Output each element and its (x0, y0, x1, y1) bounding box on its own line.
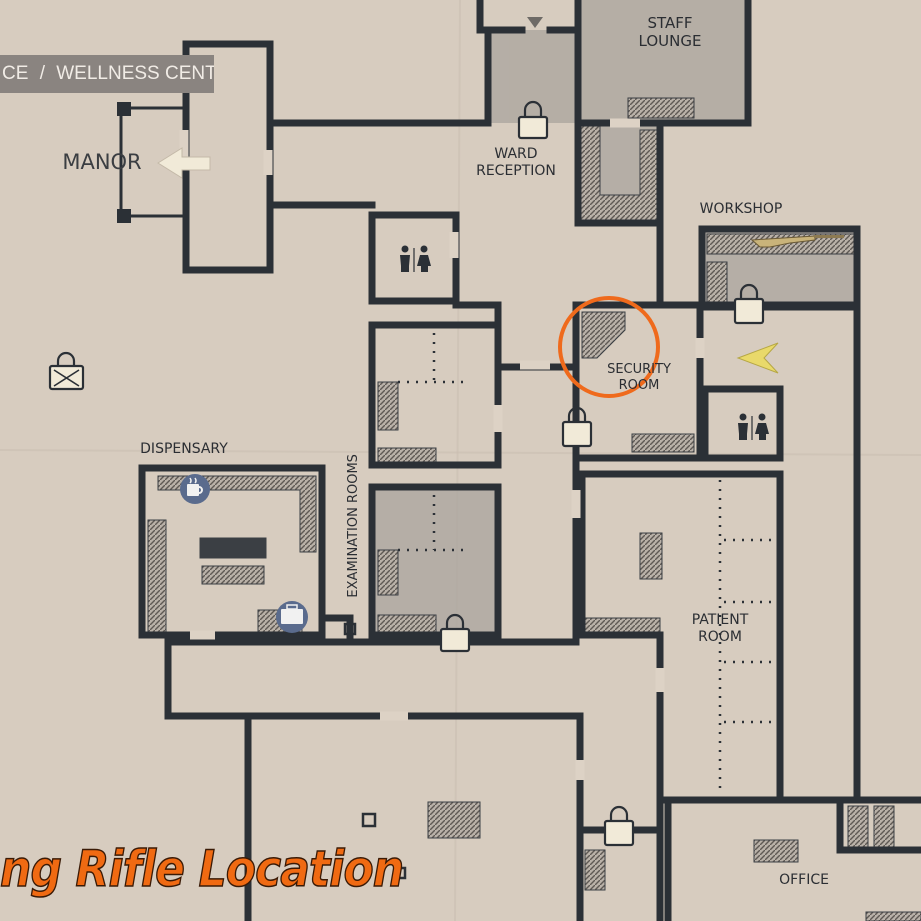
lock-icon (733, 283, 765, 325)
first-aid-box-icon (276, 601, 308, 633)
coffee-icon (180, 474, 210, 504)
room-label-line: SECURITY (607, 362, 671, 377)
locked-crate-icon (48, 351, 85, 391)
lock-icon (561, 406, 593, 448)
security-room-highlight-circle (558, 296, 660, 398)
doorways (179, 118, 705, 780)
room-label-line: STAFF (647, 14, 693, 32)
breadcrumb-current: WELLNESS CENTER (56, 63, 214, 84)
restroom-icon (400, 245, 431, 272)
room-label-workshop: WORKSHOP (699, 201, 783, 217)
breadcrumb-area: CE (2, 63, 29, 84)
breadcrumb-separator: / (39, 63, 45, 84)
breadcrumb: CE / WELLNESS CENTER (0, 55, 214, 93)
room-label-line: ROOM (618, 377, 660, 393)
room-label-dispensary: DISPENSARY (140, 441, 228, 457)
arrow-left-icon (157, 147, 211, 179)
room-label-office: OFFICE (779, 872, 829, 888)
room-label-line: ROOM (698, 628, 742, 645)
room-label-line: PATIENT (691, 612, 749, 628)
stairs-triangle-icon (527, 17, 543, 28)
room-label-examination-rooms: EXAMINATION ROOMS (346, 454, 362, 598)
player-marker-icon (736, 342, 779, 374)
lock-icon (517, 100, 549, 140)
room-label-ward-reception: WARD RECEPTION (468, 146, 564, 180)
furniture (147, 97, 921, 921)
room-label-security-room: SECURITY ROOM (594, 362, 684, 393)
caption-overlay: ng Rifle Location (0, 839, 405, 899)
room-label-line: LOUNGE (638, 32, 702, 50)
room-label-manor: MANOR (62, 150, 142, 174)
manor-posts (117, 102, 131, 223)
room-label-patient-room: PATIENT ROOM (680, 612, 760, 646)
lock-icon (603, 805, 635, 847)
room-label-staff-lounge: STAFF LOUNGE (630, 14, 710, 50)
room-label-line: WARD (494, 146, 538, 162)
room-label-line: RECEPTION (476, 162, 556, 179)
restroom-icon (738, 413, 769, 440)
partitions (398, 333, 778, 790)
lock-icon (439, 613, 471, 653)
rifle-icon (750, 235, 844, 248)
